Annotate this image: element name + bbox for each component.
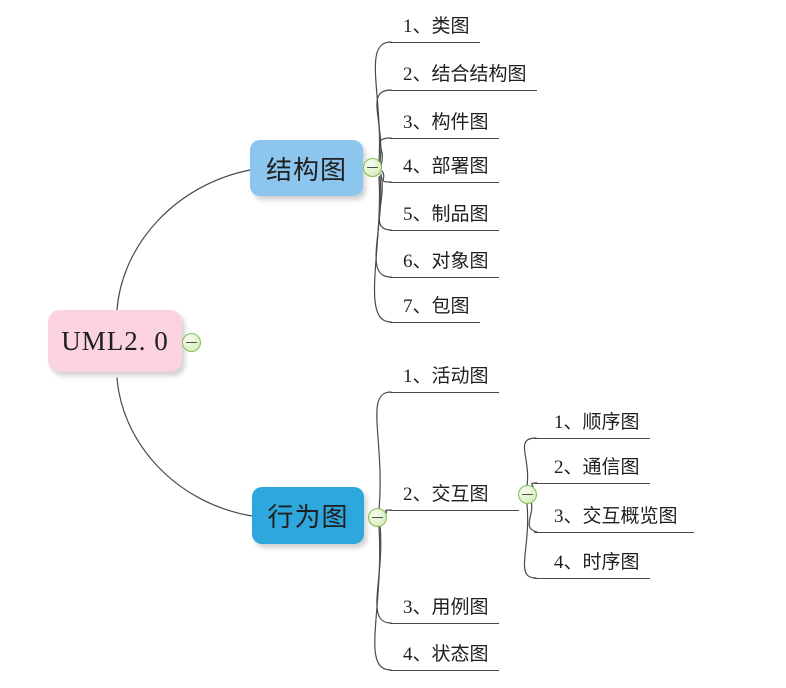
- connector-root-behavior: [116, 377, 253, 517]
- topic-interaction-overview-diagram[interactable]: 3、交互概览图: [534, 506, 694, 533]
- root-topic-label: UML2. 0: [61, 325, 169, 356]
- topic-label: 2、结合结构图: [403, 64, 527, 85]
- collapse-icon-root[interactable]: [182, 333, 201, 352]
- topic-label: 2、通信图: [554, 457, 640, 478]
- branch-structure-label: 结构图: [265, 155, 347, 185]
- branch-topic-behavior[interactable]: 行为图: [252, 487, 364, 544]
- minus-icon: [372, 516, 383, 519]
- connector-structure-2: [376, 89, 392, 164]
- topic-state-diagram[interactable]: 4、状态图: [390, 644, 499, 671]
- topic-label: 4、部署图: [403, 156, 489, 177]
- topic-label: 4、时序图: [554, 552, 640, 573]
- connector-behavior-3: [376, 524, 392, 624]
- topic-label: 3、用例图: [403, 597, 489, 618]
- topic-interaction-diagram[interactable]: 2、交互图: [390, 484, 519, 511]
- topic-label: 3、交互概览图: [554, 506, 678, 527]
- topic-class-diagram[interactable]: 1、类图: [390, 16, 480, 43]
- topic-label: 5、制品图: [403, 204, 489, 225]
- topic-deployment-diagram[interactable]: 4、部署图: [390, 156, 499, 183]
- topic-label: 1、活动图: [403, 366, 489, 387]
- topic-sequence-diagram[interactable]: 1、顺序图: [534, 412, 650, 439]
- topic-timing-diagram[interactable]: 4、时序图: [534, 552, 650, 579]
- topic-label: 7、包图: [403, 296, 470, 317]
- topic-label: 6、对象图: [403, 251, 489, 272]
- topic-label: 3、构件图: [403, 112, 489, 133]
- connector-structure-6: [375, 175, 392, 278]
- branch-topic-structure[interactable]: 结构图: [250, 140, 363, 196]
- topic-composite-structure-diagram[interactable]: 2、结合结构图: [390, 64, 537, 91]
- minus-icon: [367, 166, 378, 169]
- topic-activity-diagram[interactable]: 1、活动图: [390, 366, 499, 393]
- minus-icon: [522, 493, 533, 496]
- minus-icon: [186, 341, 197, 344]
- connector-structure-1: [374, 41, 392, 162]
- connector-behavior-1: [376, 391, 392, 511]
- topic-object-diagram[interactable]: 6、对象图: [390, 251, 499, 278]
- branch-behavior-label: 行为图: [267, 503, 349, 532]
- root-topic[interactable]: UML2. 0: [48, 310, 182, 372]
- topic-label: 1、顺序图: [554, 412, 640, 433]
- connector-behavior-4: [374, 526, 392, 671]
- topic-label: 2、交互图: [403, 484, 489, 505]
- topic-component-diagram[interactable]: 3、构件图: [390, 112, 499, 139]
- topic-artifact-diagram[interactable]: 5、制品图: [390, 204, 499, 231]
- collapse-icon-interaction[interactable]: [518, 485, 537, 504]
- connector-root-structure: [116, 169, 251, 311]
- collapse-icon-structure[interactable]: [363, 158, 382, 177]
- topic-label: 4、状态图: [403, 644, 489, 665]
- topic-communication-diagram[interactable]: 2、通信图: [534, 457, 650, 484]
- collapse-icon-behavior[interactable]: [368, 508, 387, 527]
- topic-package-diagram[interactable]: 7、包图: [390, 296, 480, 323]
- topic-usecase-diagram[interactable]: 3、用例图: [390, 597, 499, 624]
- connector-structure-7: [373, 176, 392, 323]
- topic-label: 1、类图: [403, 16, 470, 37]
